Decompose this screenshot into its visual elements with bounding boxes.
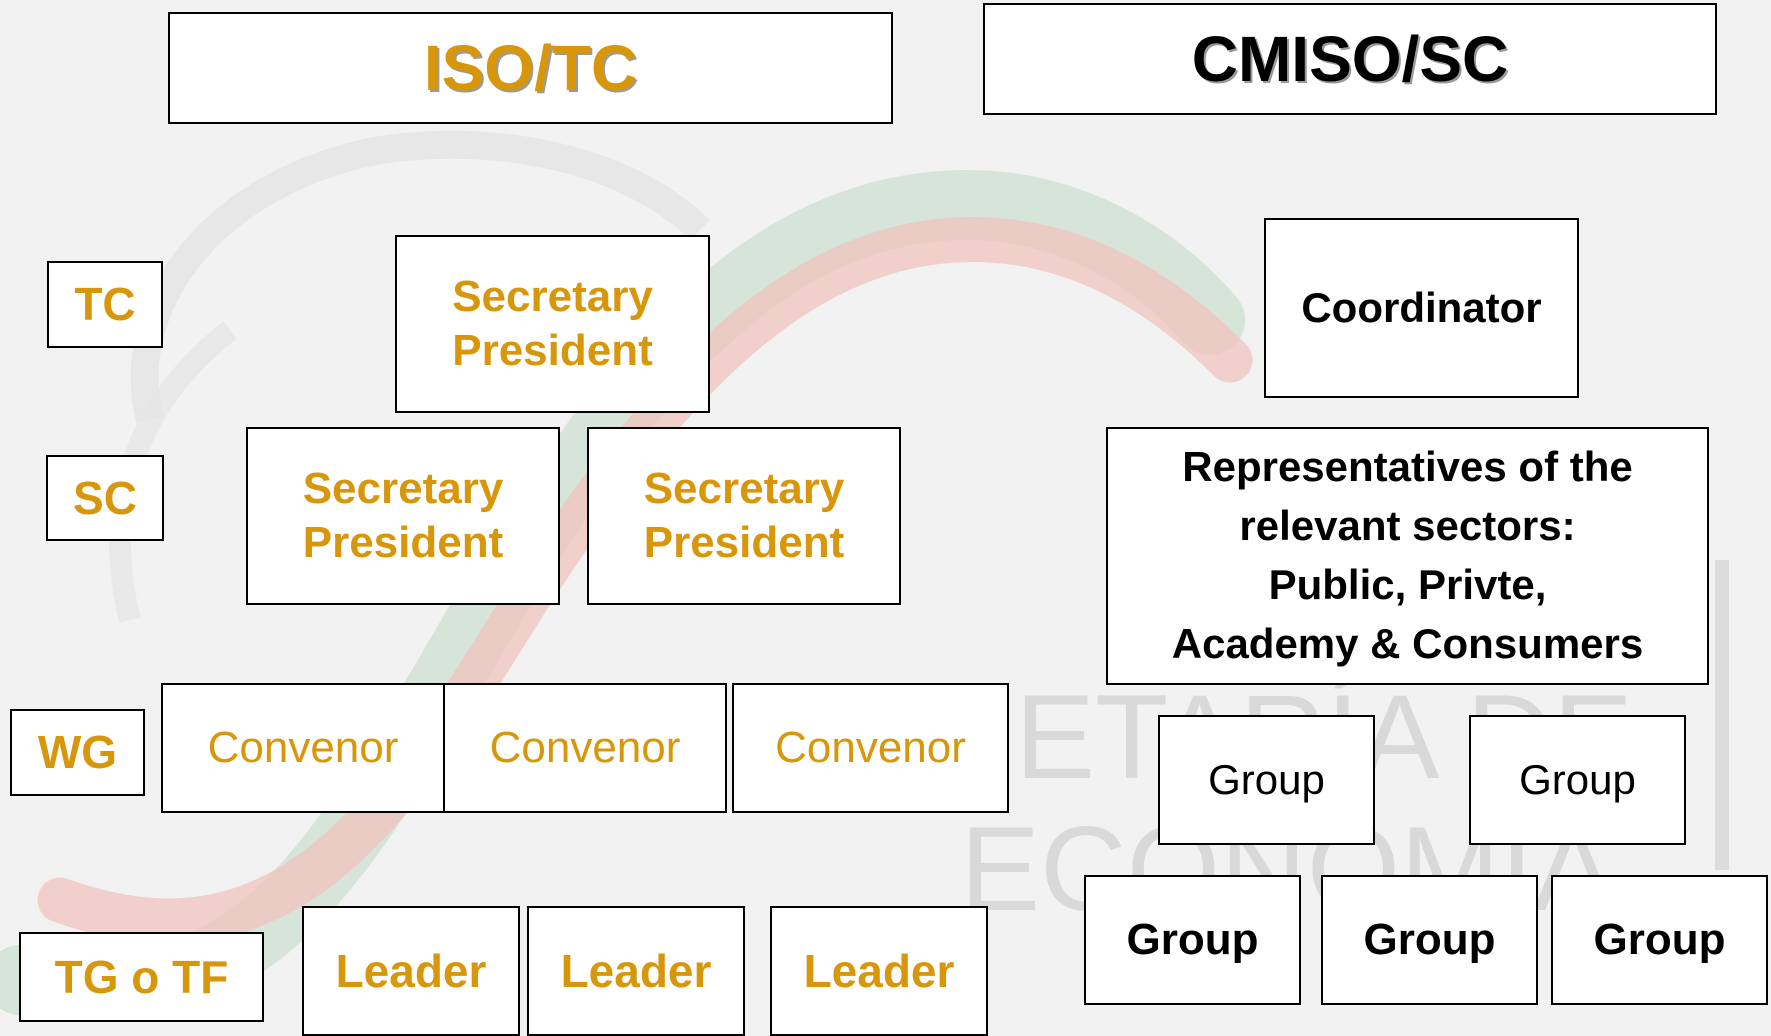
cmiso-group-bottom-2: Group: [1321, 875, 1538, 1005]
iso-tc-secretary-president: Secretary President: [395, 235, 710, 413]
secretary-label: Secretary: [302, 464, 504, 514]
cmiso-representatives: Representatives of the relevant sectors:…: [1106, 427, 1709, 685]
header-iso-tc: ISO/TC: [168, 12, 893, 124]
secretary-label: Secretary: [643, 464, 845, 514]
secretary-label: Secretary: [452, 272, 653, 322]
cmiso-coordinator: Coordinator: [1264, 218, 1579, 398]
header-cmiso-sc: CMISO/SC: [983, 3, 1717, 115]
level-label-sc: SC: [46, 455, 164, 541]
cmiso-group-mid-1: Group: [1158, 715, 1375, 845]
cmiso-group-bottom-3: Group: [1551, 875, 1768, 1005]
level-label-tc: TC: [47, 261, 163, 348]
cmiso-group-bottom-1: Group: [1084, 875, 1301, 1005]
president-label: President: [452, 326, 653, 375]
wg-convenor-2: Convenor: [443, 683, 727, 813]
level-label-tg: TG o TF: [19, 932, 264, 1022]
header-cmiso-sc-label: CMISO/SC: [1191, 22, 1509, 95]
tg-leader-2: Leader: [527, 906, 745, 1036]
cmiso-group-mid-2: Group: [1469, 715, 1686, 845]
iso-sc-secretary-president-1: Secretary President: [246, 427, 560, 605]
wg-convenor-3: Convenor: [732, 683, 1009, 813]
level-label-wg: WG: [10, 709, 145, 796]
tg-leader-3: Leader: [770, 906, 988, 1036]
background-swoosh-red: [37, 217, 1253, 944]
tg-leader-1: Leader: [302, 906, 520, 1036]
wg-convenor-1: Convenor: [161, 683, 445, 813]
president-label: President: [302, 518, 504, 567]
president-label: President: [643, 518, 845, 567]
header-iso-tc-label: ISO/TC: [423, 31, 638, 104]
iso-sc-secretary-president-2: Secretary President: [587, 427, 901, 605]
